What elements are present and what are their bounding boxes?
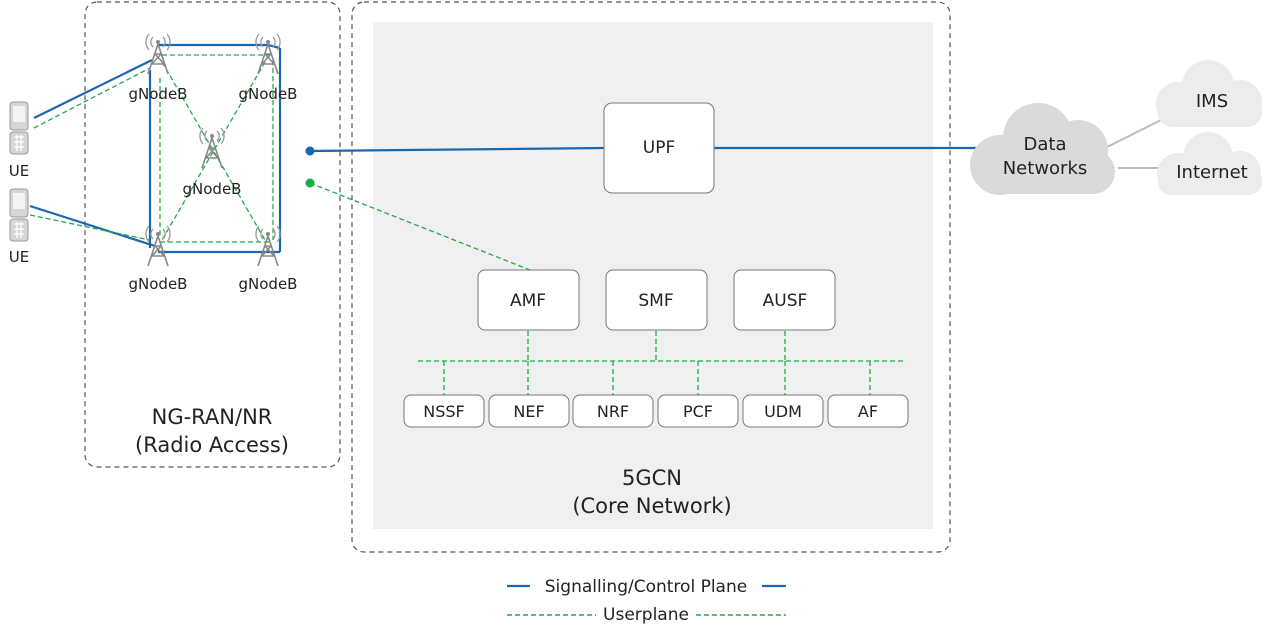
signalling-endpoint	[305, 146, 315, 156]
data-networks-label-line1: Data	[1024, 134, 1067, 155]
amf-node[interactable]	[477, 269, 580, 331]
data-networks-cloud-icon	[970, 103, 1115, 195]
gnodeb-tower-icon	[145, 33, 171, 75]
ue-device-icon	[9, 101, 29, 155]
smf-node[interactable]	[605, 269, 708, 331]
af-label: AF	[858, 402, 878, 421]
gnodeb-tower-icon	[255, 225, 281, 267]
legend-signalling-label: Signalling/Control Plane	[545, 577, 747, 597]
ue-label: UE	[9, 162, 29, 180]
data-networks-label-line2: Networks	[1003, 158, 1088, 179]
gnodeb-label: gNodeB	[239, 85, 298, 103]
core-subtitle: (Core Network)	[572, 494, 731, 518]
ausf-label: AUSF	[763, 291, 808, 311]
ims-label: IMS	[1196, 91, 1228, 112]
service-bus	[418, 331, 905, 395]
gnodeb-label: gNodeB	[183, 180, 242, 198]
nrf-label: NRF	[597, 402, 629, 421]
gnodeb-tower-icon	[255, 33, 281, 75]
smf-label: SMF	[638, 291, 673, 311]
nrf-node[interactable]	[572, 394, 654, 428]
pcf-node[interactable]	[657, 394, 739, 428]
ims-cloud-icon	[1156, 60, 1262, 127]
nef-label: NEF	[513, 402, 544, 421]
nssf-label: NSSF	[423, 402, 464, 421]
ran-signalling-links	[29, 43, 282, 254]
legend-userplane-label: Userplane	[603, 605, 689, 625]
af-node[interactable]	[827, 394, 909, 428]
udm-node[interactable]	[742, 394, 824, 428]
upf-node[interactable]	[603, 102, 715, 194]
nssf-node[interactable]	[403, 394, 485, 428]
gnodeb-label: gNodeB	[129, 85, 188, 103]
gnodeb-label: gNodeB	[129, 275, 188, 293]
internet-cloud-icon	[1157, 132, 1262, 195]
ran-subtitle: (Radio Access)	[135, 433, 289, 457]
core-title: 5GCN	[622, 466, 682, 490]
ims-link	[1104, 117, 1166, 149]
ran-title: NG-RAN/NR	[152, 405, 273, 429]
ausf-node[interactable]	[733, 269, 836, 331]
upf-signalling-link	[309, 146, 606, 153]
gnodeb-label: gNodeB	[239, 275, 298, 293]
amf-label: AMF	[510, 291, 546, 311]
nef-node[interactable]	[488, 394, 570, 428]
ue-label: UE	[9, 248, 29, 266]
ran-container	[84, 1, 341, 468]
internet-label: Internet	[1176, 162, 1247, 183]
udm-label: UDM	[764, 402, 802, 421]
ran-userplane-links	[29, 54, 274, 243]
ue-device-icon	[9, 188, 29, 242]
pcf-label: PCF	[683, 402, 713, 421]
userplane-endpoint	[305, 178, 315, 188]
upf-label: UPF	[643, 138, 675, 158]
core-container	[351, 1, 951, 553]
